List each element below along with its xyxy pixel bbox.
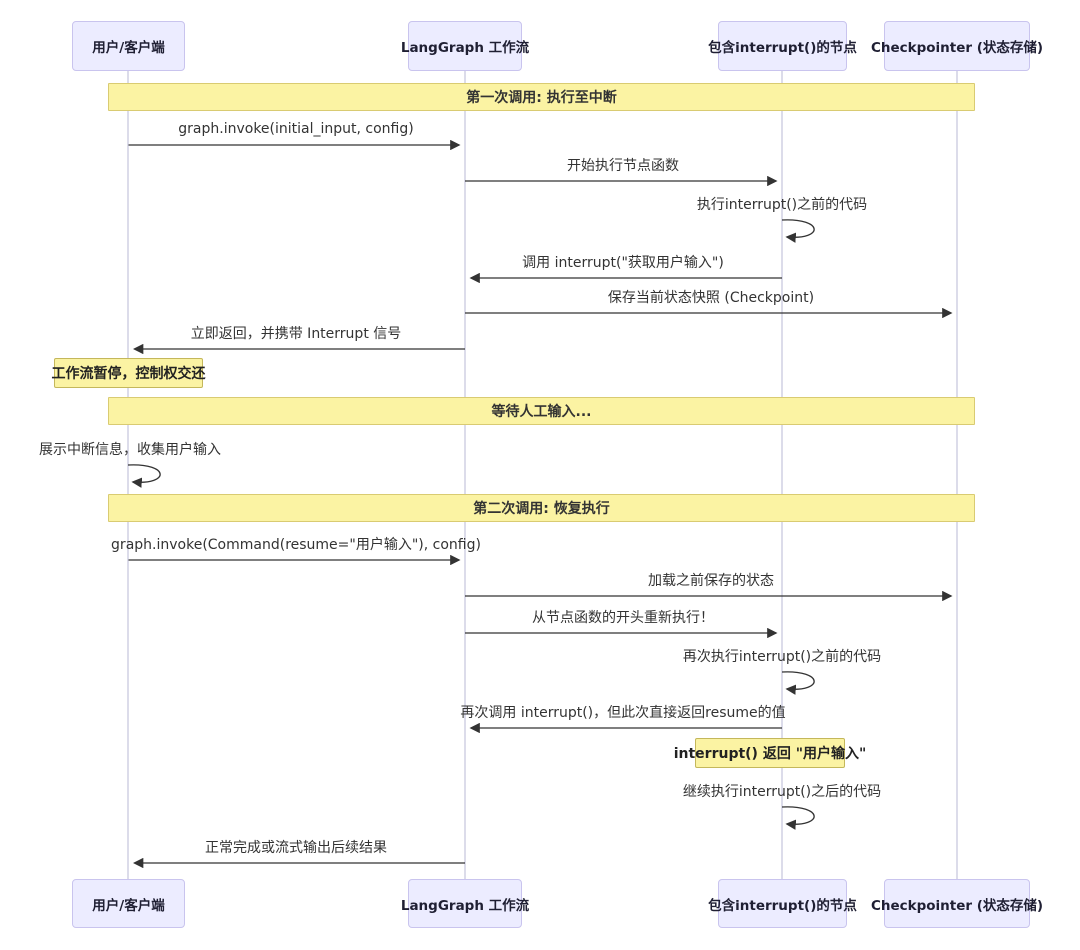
- note-interrupt-return: interrupt() 返回 "用户输入": [674, 738, 866, 768]
- actor-user-bottom: 用户/客户端: [72, 879, 185, 928]
- message-label-reexecute-node: 从节点函数的开头重新执行！: [532, 610, 714, 626]
- self-loop-pre-interrupt-2: [781, 671, 815, 695]
- message-label-final-result: 正常完成或流式输出后续结果: [205, 840, 387, 856]
- message-label-load-state: 加载之前保存的状态: [648, 573, 774, 589]
- message-label-call-interrupt: 调用 interrupt("获取用户输入"): [522, 255, 724, 271]
- message-label-invoke-initial: graph.invoke(initial_input, config): [178, 121, 414, 137]
- actor-workflow-top: LangGraph 工作流: [401, 21, 529, 71]
- actor-user-top: 用户/客户端: [72, 21, 185, 71]
- message-arrows: [128, 139, 953, 869]
- message-label-collect-input: 展示中断信息，收集用户输入: [39, 442, 221, 458]
- section-first-call: 第一次调用: 执行至中断: [108, 83, 975, 111]
- message-label-invoke-resume: graph.invoke(Command(resume="用户输入"), con…: [111, 537, 481, 553]
- message-label-interrupt-returns: 再次调用 interrupt()，但此次直接返回resume的值: [460, 705, 786, 721]
- actor-interrupt-node-bottom: 包含interrupt()的节点: [708, 879, 857, 928]
- message-label-post-interrupt: 继续执行interrupt()之后的代码: [682, 784, 882, 800]
- section-second-call: 第二次调用: 恢复执行: [108, 494, 975, 522]
- section-wait-input: 等待人工输入...: [108, 397, 975, 425]
- self-loop-collect-input: [127, 464, 161, 488]
- self-loop-post-interrupt: [781, 806, 815, 830]
- actor-checkpointer-top: Checkpointer (状态存储): [871, 21, 1043, 71]
- message-label-pre-interrupt-1: 执行interrupt()之前的代码: [696, 197, 868, 213]
- message-label-return-interrupt: 立即返回，并携带 Interrupt 信号: [190, 326, 402, 342]
- actor-checkpointer-bottom: Checkpointer (状态存储): [871, 879, 1043, 928]
- message-label-start-node: 开始执行节点函数: [567, 158, 679, 174]
- note-workflow-paused: 工作流暂停，控制权交还: [52, 358, 206, 388]
- actor-workflow-bottom: LangGraph 工作流: [401, 879, 529, 928]
- message-label-pre-interrupt-2: 再次执行interrupt()之前的代码: [682, 649, 882, 665]
- message-label-save-checkpoint: 保存当前状态快照 (Checkpoint): [607, 290, 815, 306]
- lifelines: [127, 71, 958, 879]
- actor-interrupt-node-top: 包含interrupt()的节点: [708, 21, 857, 71]
- self-loops: [127, 219, 815, 830]
- self-loop-pre-interrupt-1: [781, 219, 815, 243]
